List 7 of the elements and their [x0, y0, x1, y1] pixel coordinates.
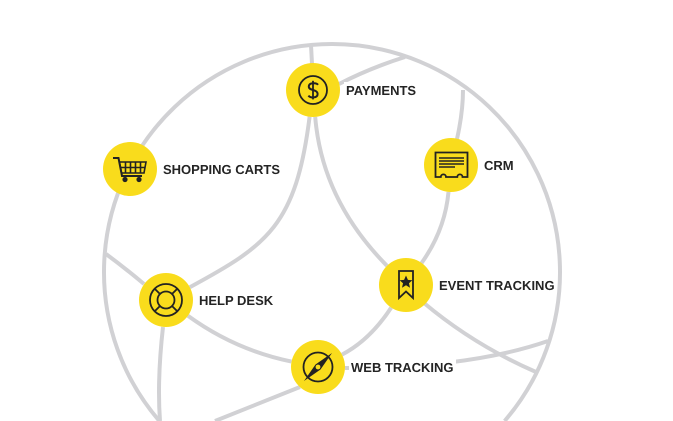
connector-line — [420, 192, 450, 264]
connector-line — [341, 306, 393, 356]
connector-line — [188, 116, 312, 289]
node-label: PAYMENTS — [344, 82, 418, 98]
connector-line — [313, 116, 388, 268]
connector-line — [186, 314, 292, 364]
node-label: WEB TRACKING — [349, 359, 456, 375]
